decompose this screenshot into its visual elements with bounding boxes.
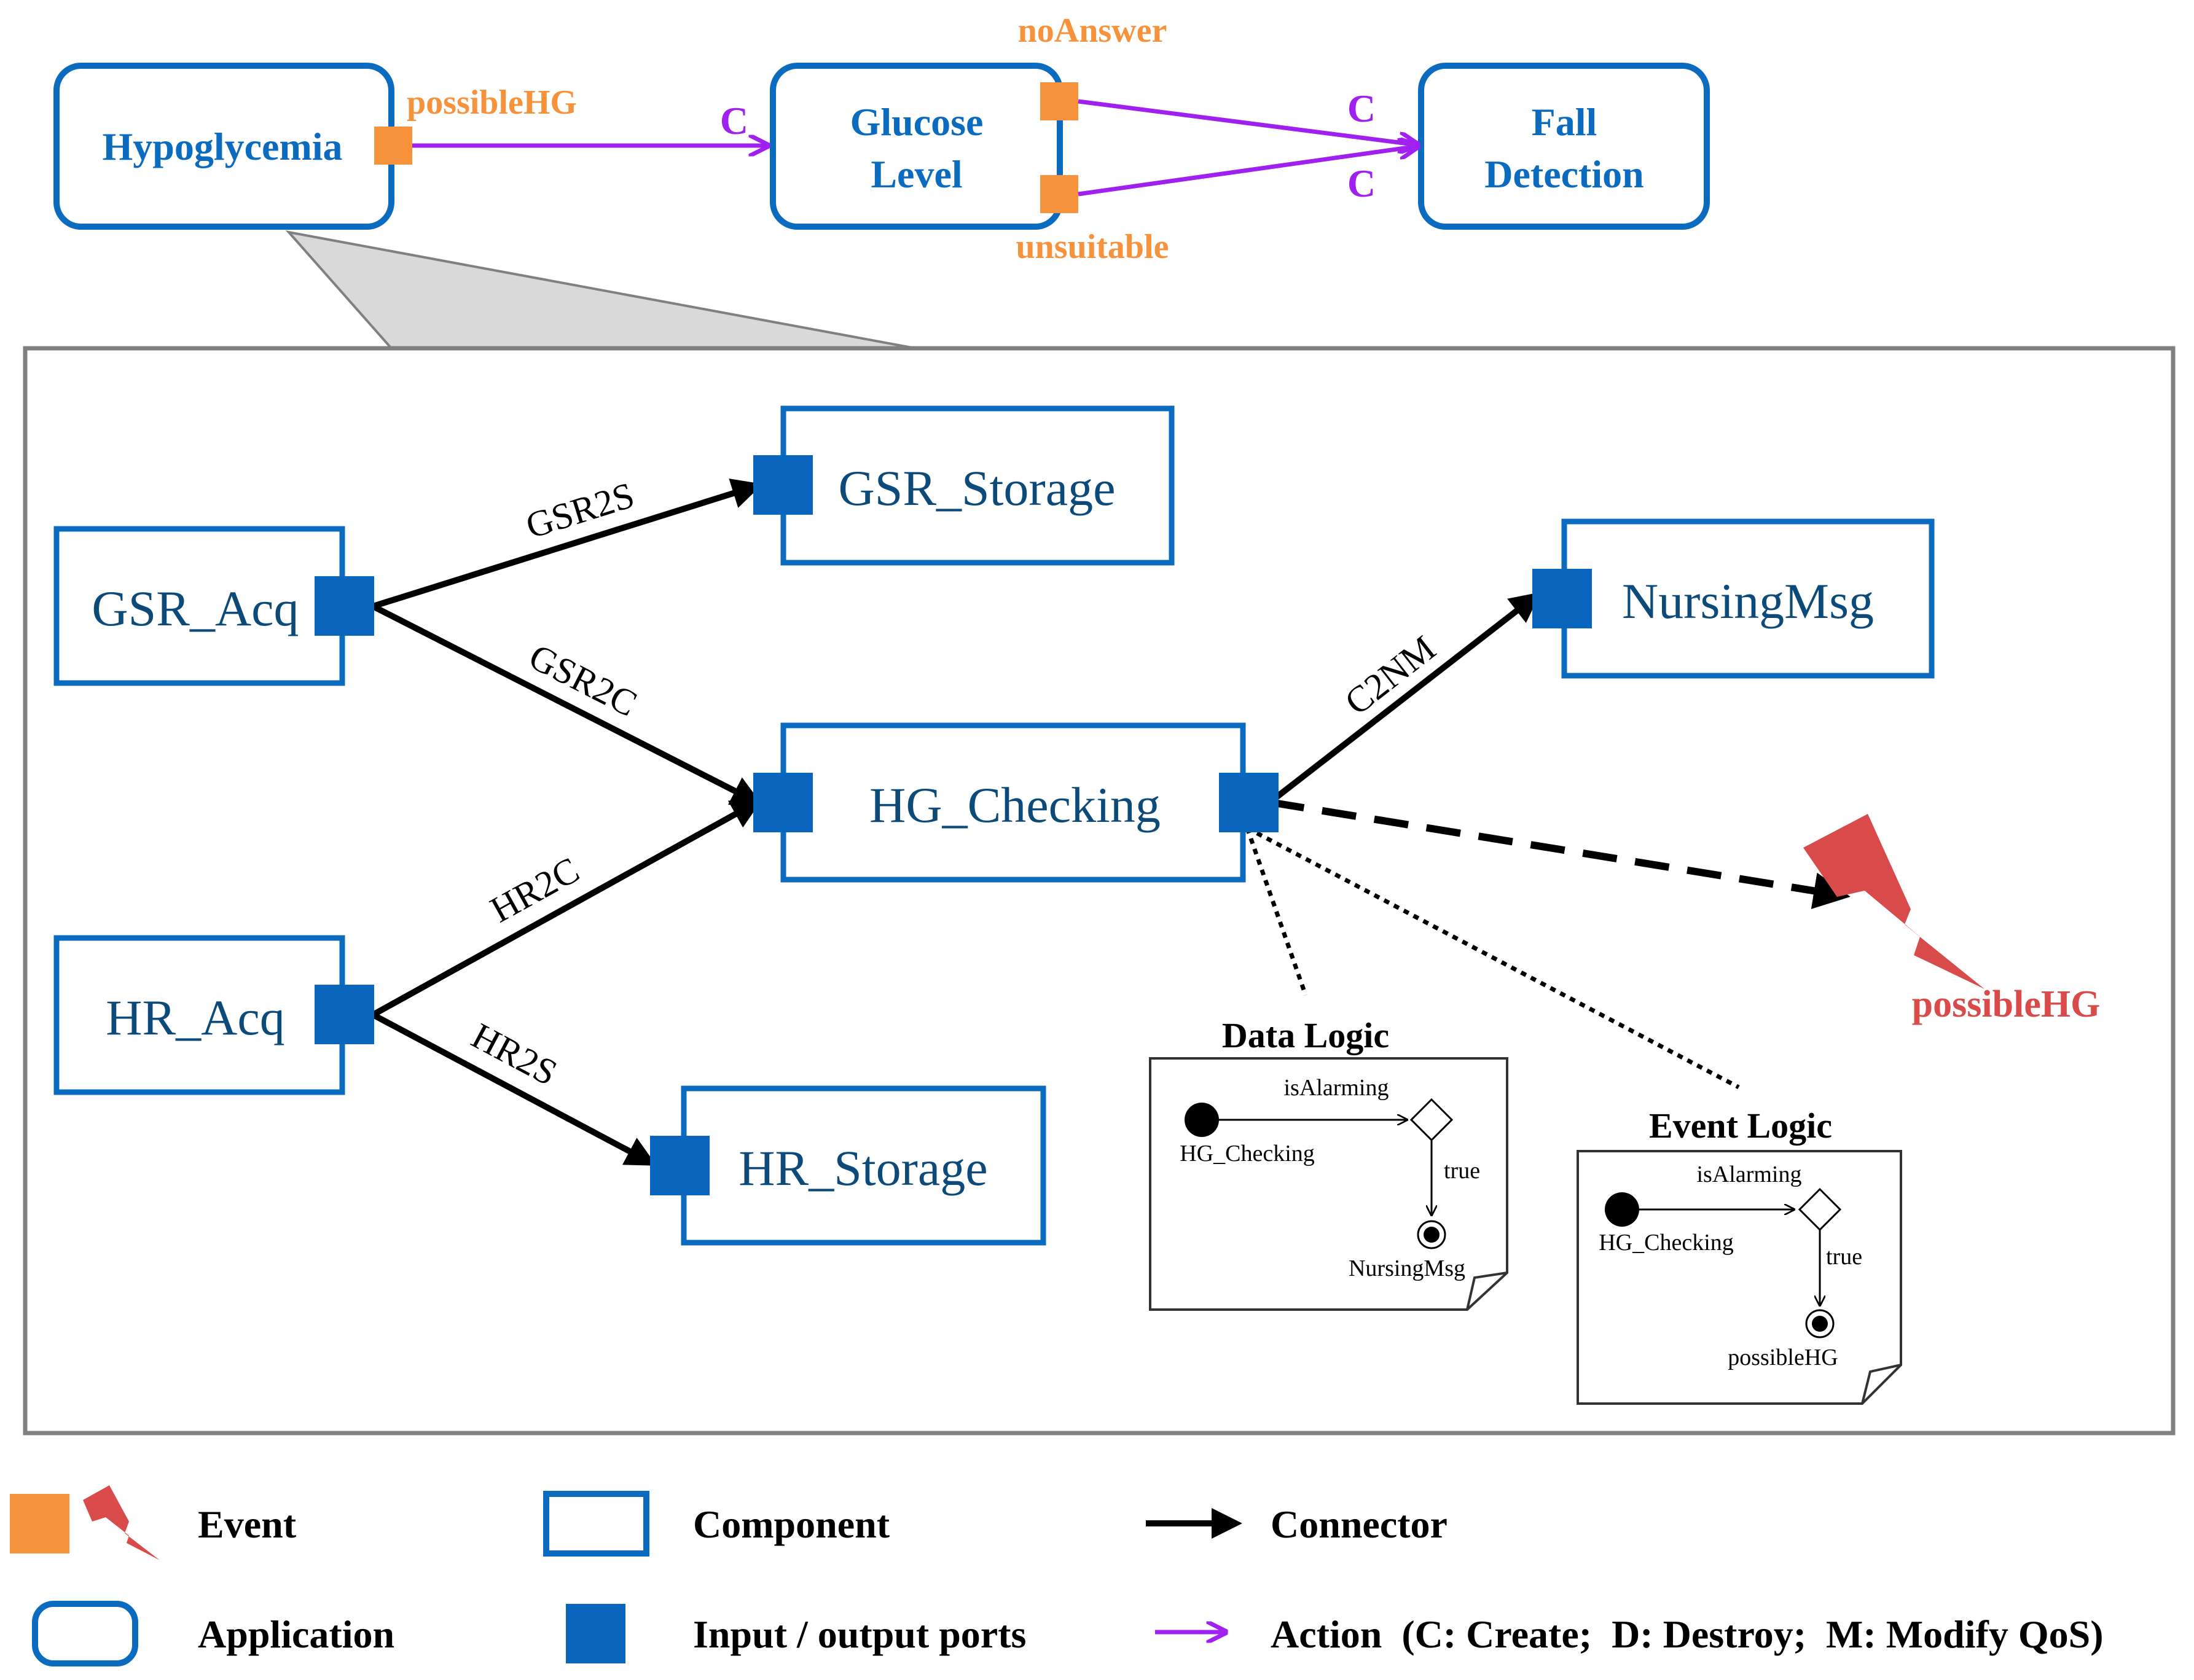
event-logic-target: possibleHG [1728, 1345, 1838, 1370]
component-gsr-acq[interactable]: GSR_Acq [53, 526, 345, 686]
data-logic-note[interactable]: Data Logic isAlarming HG_Checking true N… [1149, 1015, 1508, 1311]
legend-application-label: Application [198, 1612, 394, 1656]
legend-lightning-icon [83, 1485, 160, 1560]
event-port-unsuitable[interactable] [1040, 175, 1078, 213]
event-logic-condition: isAlarming [1697, 1162, 1802, 1187]
component-hg-checking[interactable]: HG_Checking [780, 722, 1246, 883]
action-arrow-noanswer-to-fall[interactable] [1078, 99, 1418, 145]
legend-event-square-icon [10, 1494, 69, 1553]
component-nursing-msg-label: NursingMsg [1622, 573, 1874, 629]
connector-hr2c[interactable] [371, 799, 762, 1018]
action-arrow-unsuitable-to-fall[interactable] [1078, 146, 1418, 197]
data-logic-title: Data Logic [1222, 1015, 1389, 1055]
data-logic-target: NursingMsg [1349, 1256, 1465, 1281]
app-hypoglycemia[interactable]: Hypoglycemia [53, 63, 394, 230]
legend-component-label: Component [693, 1502, 890, 1546]
action-label-create-2: C [1347, 87, 1376, 130]
legend: Event Component Connector Application In… [10, 1485, 2104, 1666]
app-glucose-level-line1: Glucose [850, 100, 984, 144]
legend-event-label: Event [198, 1502, 297, 1546]
event-logic-source: HG_Checking [1599, 1230, 1734, 1256]
event-port-possiblehg[interactable] [374, 127, 412, 165]
action-label-create-3: C [1347, 162, 1376, 205]
component-gsr-storage-label: GSR_Storage [839, 460, 1116, 516]
event-label-unsuitable: unsuitable [1016, 228, 1169, 266]
legend-component-icon [543, 1491, 649, 1557]
action-label-create-1: C [720, 99, 748, 143]
legend-action-label: Action (C: Create; D: Destroy; M: Modify… [1271, 1612, 2104, 1656]
event-port-noanswer[interactable] [1040, 82, 1078, 120]
app-hypoglycemia-label: Hypoglycemia [102, 125, 342, 168]
connector-gsr2c[interactable] [371, 603, 762, 805]
app-fall-detection[interactable]: Fall Detection [1418, 63, 1710, 230]
event-logic-link [1246, 826, 1740, 1090]
port-hg-checking-in[interactable] [753, 773, 813, 832]
event-logic-title: Event Logic [1649, 1106, 1832, 1146]
component-gsr-acq-label: GSR_Acq [92, 580, 299, 636]
port-hr-acq-out[interactable] [315, 985, 374, 1044]
component-hr-storage[interactable]: HR_Storage [681, 1085, 1046, 1246]
port-nursing-msg-in[interactable] [1532, 569, 1592, 628]
app-fall-detection-line1: Fall [1532, 100, 1597, 144]
component-gsr-storage[interactable]: GSR_Storage [780, 405, 1175, 566]
event-label-noanswer: noAnswer [1018, 12, 1167, 50]
connector-gsr2s[interactable] [372, 479, 763, 609]
data-logic-link [1245, 827, 1308, 996]
port-hg-checking-out[interactable] [1219, 773, 1279, 832]
app-glucose-level-line2: Level [871, 152, 962, 196]
data-logic-branch: true [1444, 1158, 1480, 1184]
port-hr-storage-in[interactable] [650, 1136, 710, 1195]
zoom-projection [285, 230, 916, 350]
data-logic-source: HG_Checking [1180, 1141, 1315, 1166]
event-logic-note[interactable]: Event Logic isAlarming HG_Checking true … [1577, 1106, 1902, 1405]
event-logic-branch: true [1826, 1244, 1862, 1270]
legend-application-icon [32, 1601, 138, 1666]
legend-ports-label: Input / output ports [693, 1612, 1026, 1656]
app-glucose-level[interactable]: Glucose Level [770, 63, 1063, 230]
component-hr-storage-label: HR_Storage [739, 1140, 987, 1196]
port-gsr-acq-out[interactable] [315, 576, 374, 636]
port-gsr-storage-in[interactable] [753, 455, 813, 515]
legend-connector-label: Connector [1271, 1502, 1448, 1546]
component-hr-acq-label: HR_Acq [106, 990, 285, 1045]
event-logic-start-node [1605, 1192, 1639, 1227]
connector-hr2s[interactable] [371, 1012, 657, 1166]
data-logic-start-node [1185, 1103, 1219, 1137]
event-label-possiblehg: possibleHG [407, 84, 577, 122]
app-fall-detection-line2: Detection [1484, 152, 1644, 196]
lightning-event-icon [1803, 814, 1984, 989]
component-hg-checking-label: HG_Checking [869, 777, 1161, 833]
connector-c2nm[interactable] [1267, 592, 1541, 805]
component-hr-acq[interactable]: HR_Acq [53, 935, 345, 1095]
legend-port-icon [566, 1604, 625, 1663]
data-logic-condition: isAlarming [1284, 1075, 1389, 1101]
event-emit-arrow[interactable] [1269, 799, 1851, 909]
emitted-event-label: possibleHG [1912, 983, 2101, 1025]
component-nursing-msg[interactable]: NursingMsg [1561, 518, 1935, 679]
